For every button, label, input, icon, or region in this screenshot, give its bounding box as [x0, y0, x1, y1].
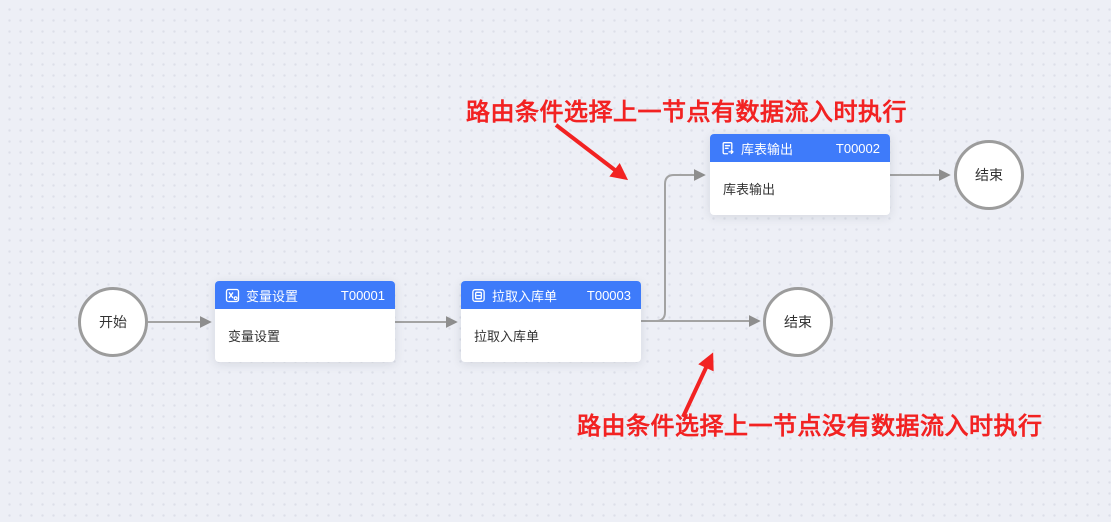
- node-code: T00002: [835, 140, 880, 156]
- annotation-route-condition-no-data: 路由条件选择上一节点没有数据流入时执行: [577, 413, 1043, 440]
- node-body: 拉取入库单: [461, 309, 641, 362]
- annotation-arrow-top: [554, 123, 629, 181]
- node-code: T00003: [586, 287, 631, 303]
- node-header: 库表输出 T00002: [710, 134, 890, 162]
- node-body: 变量设置: [215, 309, 395, 362]
- node-header: 拉取入库单 T00003: [461, 281, 641, 309]
- end-node-bottom[interactable]: 结束: [763, 287, 833, 357]
- edge-pull-order-to-table-output[interactable]: [641, 169, 706, 322]
- end-node-label: 结束: [975, 167, 1003, 183]
- document-pull-icon: [471, 288, 486, 303]
- table-export-icon: [720, 141, 735, 156]
- node-pull-inbound-order[interactable]: 拉取入库单 T00003 拉取入库单: [461, 281, 641, 362]
- node-body-label: 库表输出: [723, 182, 776, 197]
- end-node-label: 结束: [784, 314, 812, 330]
- node-body-label: 变量设置: [228, 329, 281, 344]
- node-variable-settings[interactable]: 变量设置 T00001 变量设置: [215, 281, 395, 362]
- node-title: 库表输出: [741, 141, 794, 157]
- variable-settings-icon: [225, 288, 240, 303]
- node-body: 库表输出: [710, 162, 890, 215]
- node-title: 变量设置: [246, 288, 299, 304]
- node-header: 变量设置 T00001: [215, 281, 395, 309]
- start-node-label: 开始: [99, 314, 127, 330]
- node-title: 拉取入库单: [492, 288, 558, 304]
- node-body-label: 拉取入库单: [474, 329, 540, 344]
- end-node-top[interactable]: 结束: [954, 140, 1024, 210]
- node-table-output[interactable]: 库表输出 T00002 库表输出: [710, 134, 890, 215]
- annotation-arrow-bottom: [681, 352, 714, 418]
- node-code: T00001: [340, 287, 385, 303]
- annotation-route-condition-has-data: 路由条件选择上一节点有数据流入时执行: [466, 99, 907, 126]
- start-node[interactable]: 开始: [78, 287, 148, 357]
